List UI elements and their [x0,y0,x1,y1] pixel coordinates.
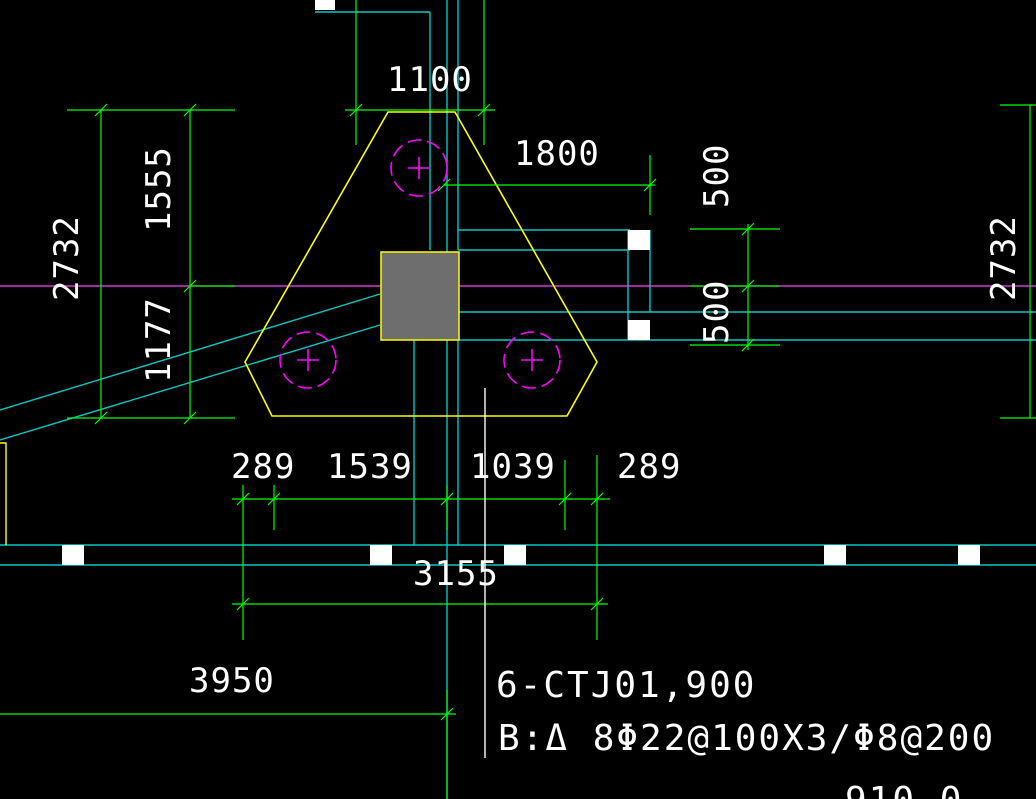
dim-span: 3950 [189,661,275,701]
dim-bottom-seg2: 1539 [327,447,413,487]
dim-bottom-seg1: 289 [231,447,295,487]
pile-circle-icon [390,139,448,197]
dim-right-total: 2732 [984,215,1024,301]
pile-circle-icon [503,331,561,389]
dim-top-width: 1100 [387,60,473,100]
dim-bottom-total: 3155 [413,554,499,594]
dim-top-right: 1800 [514,134,600,174]
square-marker-icon [62,0,980,565]
column-icon [380,251,460,341]
dim-right-upper: 500 [697,144,737,208]
dim-bottom-seg4: 289 [617,447,681,487]
dim-left-upper: 1555 [139,146,179,232]
dim-left-total: 2732 [47,215,87,301]
pile-circle-icon [279,331,337,389]
dim-right-lower: 500 [697,280,737,344]
cap-edge-left [0,442,7,545]
cap-label: 6-CTJ01,900 [496,665,756,706]
pile-cap-outline [244,111,598,417]
dim-bottom-seg3: 1039 [470,447,556,487]
dimension-texts: 1100 1800 500 500 2732 2732 1555 1177 28… [47,60,1024,701]
dim-left-lower: 1177 [139,297,179,383]
pile-cap-annotation: 6-CTJ01,900 B:Δ 8Φ22@100X3/Φ8@200 910 0 [496,665,995,799]
cap-partial-text: 910 0 [845,780,963,799]
cap-reinforcement: B:Δ 8Φ22@100X3/Φ8@200 [498,718,995,759]
